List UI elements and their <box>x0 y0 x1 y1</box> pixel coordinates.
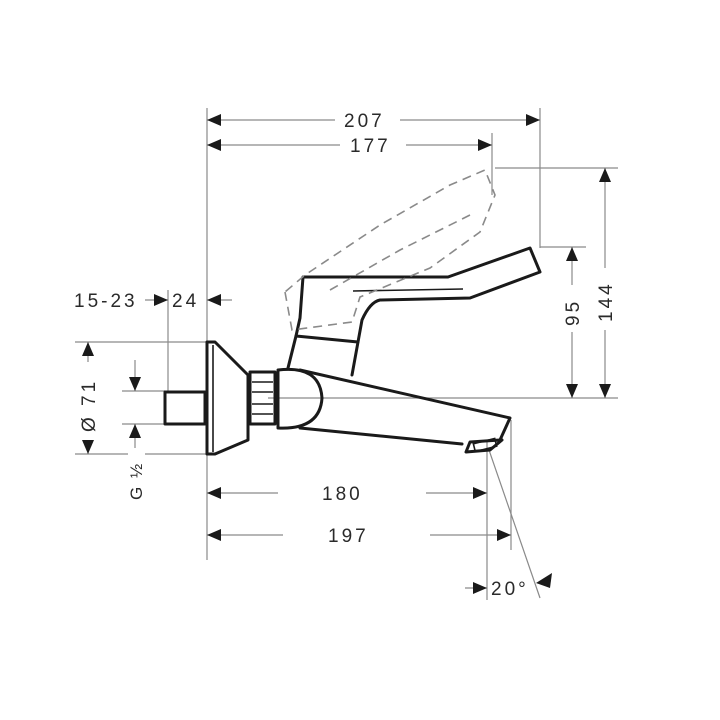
dim-label-197: 197 <box>328 526 369 547</box>
dim-label-24: 24 <box>172 291 199 312</box>
dim-label-144: 144 <box>596 281 617 322</box>
arrowheads <box>82 114 611 594</box>
dim-label-180: 180 <box>322 484 363 505</box>
dim-label-g-half: G ½ <box>127 462 146 500</box>
mixer-outline <box>163 246 542 456</box>
dim-label-95: 95 <box>563 299 584 326</box>
dim-label-20-degree: 20° <box>491 579 529 600</box>
dim-label-177: 177 <box>350 136 391 157</box>
dim-label-15-23: 15-23 <box>74 291 138 312</box>
lever-open-outline <box>284 168 496 331</box>
dim-label-diameter-71: Ø 71 <box>79 379 100 432</box>
dimension-labels: 207 177 15-23 24 180 197 20° 144 95 Ø 71… <box>74 111 617 600</box>
dim-label-207: 207 <box>344 111 385 132</box>
